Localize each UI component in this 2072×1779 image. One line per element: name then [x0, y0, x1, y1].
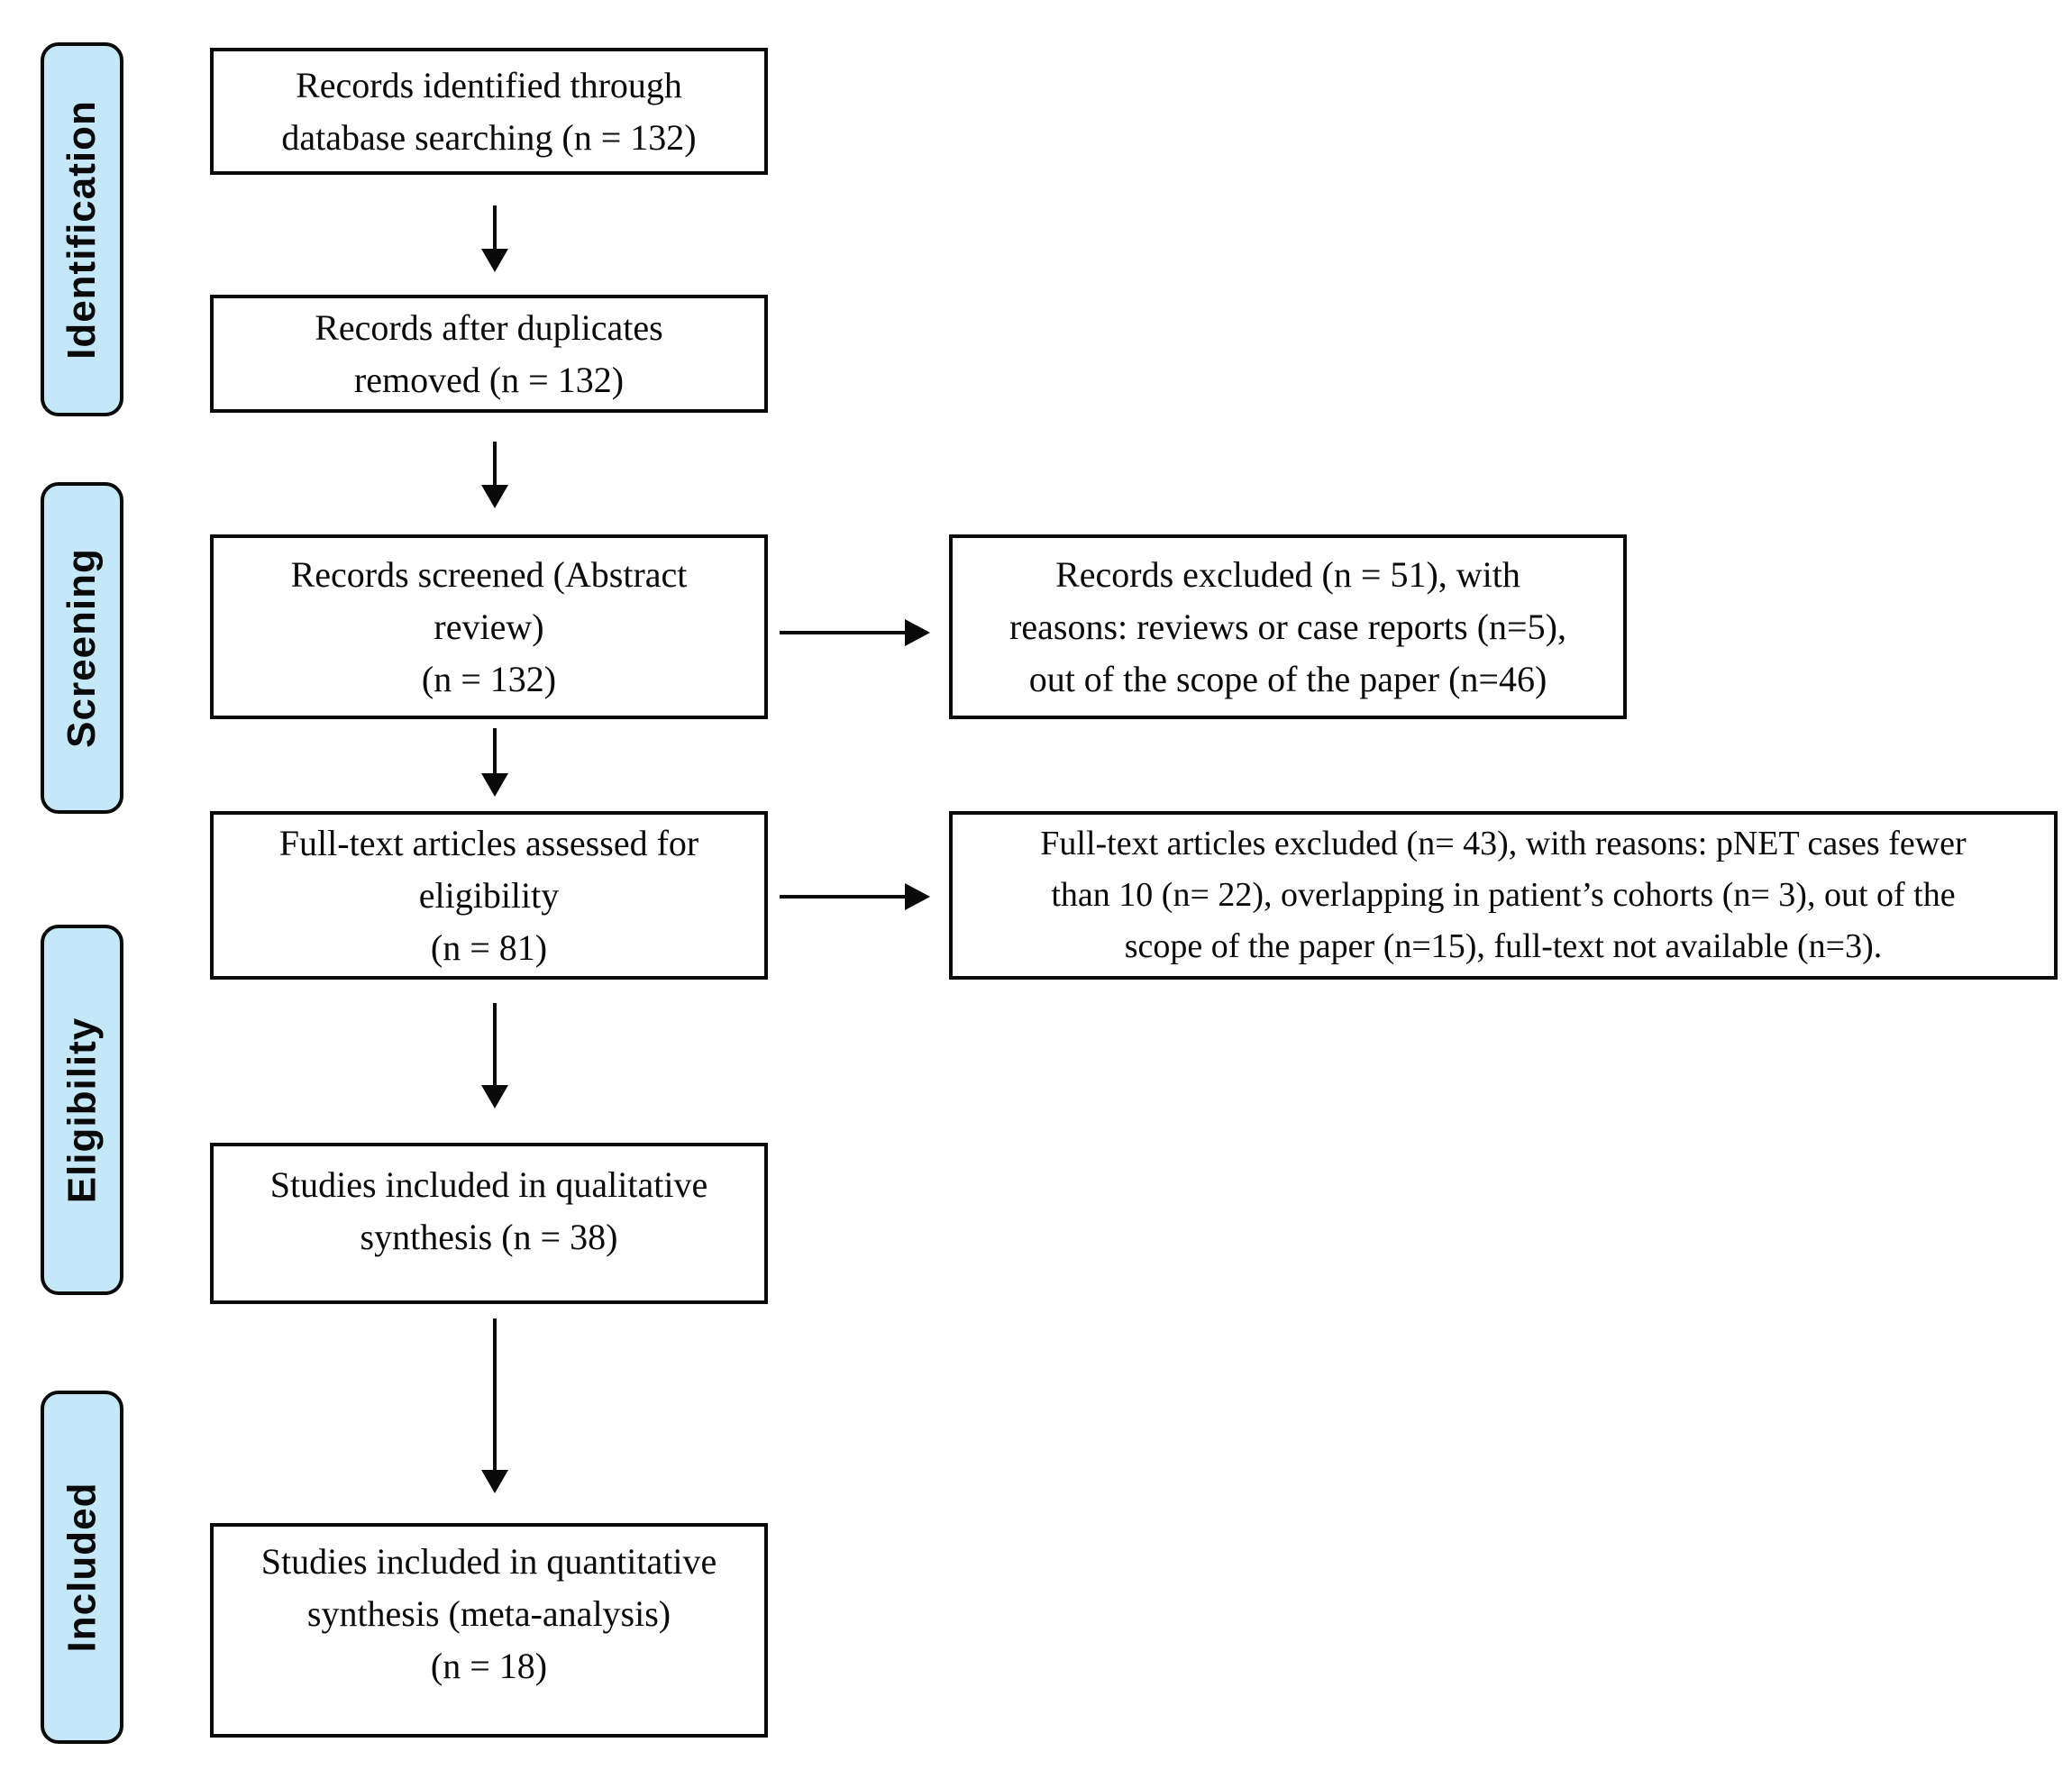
stage-pill-included: Included [41, 1391, 123, 1744]
arrow-shaft [780, 895, 908, 899]
flow-box-records-screened: Records screened (Abstract review) (n = … [210, 534, 768, 719]
flow-box-fulltext-assessed: Full-text articles assessed for eligibil… [210, 811, 768, 980]
flow-box-quantitative-synthesis: Studies included in quantitative synthes… [210, 1523, 768, 1738]
arrow-head-right-icon [905, 619, 930, 646]
flow-box-records-identified: Records identified through database sear… [210, 48, 768, 175]
arrow-down-identified-to-duplicates [481, 205, 508, 272]
arrow-right-fulltext-to-excluded [780, 883, 930, 910]
arrow-down-fulltext-to-qualitative [481, 1003, 508, 1108]
arrow-head-down-icon [481, 485, 508, 508]
arrow-shaft [493, 1318, 497, 1473]
exclusion-box-fulltext-excluded: Full-text articles excluded (n= 43), wit… [949, 811, 2058, 980]
flow-box-duplicates-removed: Records after duplicates removed (n = 13… [210, 295, 768, 413]
arrow-shaft [780, 631, 908, 634]
arrow-down-duplicates-to-screened [481, 442, 508, 508]
arrow-head-down-icon [481, 1085, 508, 1108]
arrow-head-down-icon [481, 1470, 508, 1493]
stage-pill-identification: Identification [41, 42, 123, 416]
arrow-down-screened-to-fulltext [481, 728, 508, 797]
arrow-head-down-icon [481, 249, 508, 272]
arrow-right-screened-to-excluded [780, 619, 930, 646]
stage-label-screening: Screening [59, 548, 104, 748]
stage-label-identification: Identification [59, 99, 104, 360]
stage-pill-screening: Screening [41, 482, 123, 814]
stage-label-included: Included [59, 1482, 104, 1653]
arrow-shaft [493, 205, 497, 252]
stage-pill-eligibility: Eligibility [41, 925, 123, 1295]
flow-box-qualitative-synthesis: Studies included in qualitative synthesi… [210, 1143, 768, 1304]
arrow-shaft [493, 442, 497, 488]
arrow-shaft [493, 1003, 497, 1089]
arrow-head-down-icon [481, 773, 508, 797]
arrow-head-right-icon [905, 883, 930, 910]
stage-label-eligibility: Eligibility [59, 1017, 105, 1203]
exclusion-box-records-excluded: Records excluded (n = 51), with reasons:… [949, 534, 1627, 719]
arrow-down-qualitative-to-quantitative [481, 1318, 508, 1493]
arrow-shaft [493, 728, 497, 777]
